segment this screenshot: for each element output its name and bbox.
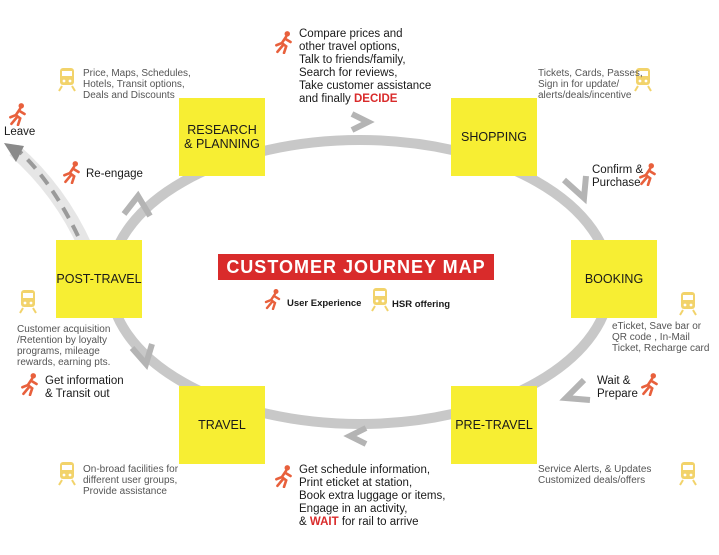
chevron-right-top [561, 175, 589, 205]
running-person-icon [21, 373, 38, 396]
action-travel-line: Engage in an activity, [299, 503, 408, 515]
running-person-icon [639, 163, 656, 186]
wait-emphasis: WAIT [309, 516, 339, 528]
action-research-line: Compare prices and [299, 28, 403, 40]
action-travel-line: Print eticket at station, [299, 477, 413, 489]
action-research-line: Search for reviews, [299, 67, 398, 79]
leave-arrowhead [4, 143, 24, 162]
running-person-icon [9, 103, 26, 126]
action-travel-line: Book extra luggage or items, [299, 490, 446, 502]
action-research-line: Talk to friends/family, [299, 54, 406, 66]
stage-shopping: SHOPPING [451, 98, 537, 176]
train-icon [679, 462, 697, 486]
running-person-icon [264, 289, 281, 310]
chevron-left-top [121, 190, 153, 218]
hsr-research: Price, Maps, Schedules, Hotels, Transit … [83, 68, 191, 101]
train-icon [634, 68, 652, 92]
action-travel-last-line: & WAIT for rail to arrive [299, 516, 445, 529]
legend-hsr-offering: HSR offering [392, 299, 451, 310]
chevron-right-bottom [559, 377, 591, 403]
action-research-last-line: and finally DECIDE [299, 93, 431, 106]
train-icon [58, 462, 76, 486]
action-research: Compare prices and other travel options,… [299, 28, 431, 106]
chevron-bottom [343, 425, 368, 447]
action-reengage: Re-engage [86, 168, 143, 180]
action-travel-line: Get schedule information, [299, 464, 431, 476]
action-booking: Confirm & Purchase [592, 164, 644, 189]
action-travel-last-suffix: for rail to arrive [338, 516, 419, 528]
decide-emphasis: DECIDE [353, 93, 398, 105]
stage-post-travel: POST-TRAVEL [56, 240, 142, 318]
train-icon [679, 292, 697, 316]
running-person-icon [641, 373, 658, 396]
running-person-icon [275, 465, 292, 488]
action-leave: Leave [4, 126, 36, 138]
stage-travel: TRAVEL [179, 386, 265, 464]
train-icon [19, 290, 37, 314]
chevron-left-bottom [129, 343, 155, 371]
action-travel: Get schedule information, Print eticket … [299, 464, 445, 529]
hsr-booking: eTicket, Save bar or QR code , In-Mail T… [612, 321, 710, 354]
action-research-line: other travel options, [299, 41, 401, 53]
map-title-text: CUSTOMER JOURNEY MAP [226, 256, 486, 277]
action-pre-travel: Wait & Prepare [597, 375, 638, 400]
hsr-post-travel: Customer acquisition /Retention by loyal… [17, 324, 111, 368]
train-icon [371, 288, 389, 312]
running-person-icon [275, 31, 292, 54]
stage-research-planning: RESEARCH & PLANNING [179, 98, 265, 176]
journey-loop [105, 135, 615, 429]
legend-user-experience: User Experience [287, 298, 362, 309]
stage-pre-travel: PRE-TRAVEL [451, 386, 537, 464]
action-travel-last-prefix: & [299, 516, 310, 528]
hsr-pre-travel: Service Alerts, & Updates Customized dea… [538, 464, 652, 486]
map-title: CUSTOMER JOURNEY MAP [218, 254, 494, 280]
running-person-icon [63, 161, 80, 184]
train-icon [58, 68, 76, 92]
hsr-shopping: Tickets, Cards, Passes, Sign in for upda… [538, 68, 643, 101]
action-research-last-prefix: and finally [299, 93, 354, 105]
chevron-top [350, 111, 375, 133]
action-research-line: Take customer assistance [299, 80, 432, 92]
stage-booking: BOOKING [571, 240, 657, 318]
hsr-travel: On-broad facilities for different user g… [83, 464, 179, 497]
action-post-travel: Get information & Transit out [45, 375, 124, 400]
